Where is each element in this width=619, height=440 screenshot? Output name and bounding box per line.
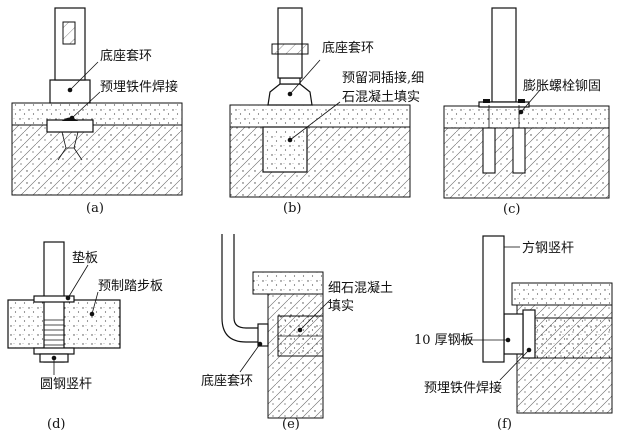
panel-e-label-1: 细石混凝土 xyxy=(328,280,393,296)
panel-c-screed xyxy=(443,105,610,129)
panel-b-label-3: 石混凝土填实 xyxy=(342,89,420,105)
panel-a-leader-2 xyxy=(71,91,101,119)
panel-a-embedded-plate xyxy=(46,119,94,133)
panel-c-bolt-left xyxy=(482,127,496,174)
panel-c-base-plate xyxy=(478,101,530,108)
panel-c-nut-left xyxy=(483,99,490,103)
panel-b-leader-1 xyxy=(289,59,321,95)
panel-c-bolt-right xyxy=(512,127,526,174)
panel-c-post xyxy=(491,7,517,103)
panel-e-leader-1 xyxy=(299,299,331,331)
panel-b-screed xyxy=(229,104,411,128)
panel-c-label-1: 膨胀螺栓铆固 xyxy=(523,79,601,94)
panel-d-top-washer xyxy=(33,295,75,303)
panel-c-leader xyxy=(520,89,541,113)
panel-d: 垫板 预制踏步板 圆钢竖杆 (d) xyxy=(7,241,163,432)
panel-d-label-1: 垫板 xyxy=(72,250,98,266)
panel-d-leader-1 xyxy=(67,264,89,299)
panel-c-nut-right xyxy=(518,99,525,103)
panel-c-slab xyxy=(443,127,610,199)
panel-c: 膨胀螺栓铆固 (c) xyxy=(443,7,610,217)
panel-b-label-1: 底座套环 xyxy=(322,40,374,56)
panel-a-label-1: 底座套环 xyxy=(100,48,152,64)
panel-a-caption: (a) xyxy=(86,201,104,216)
panel-b: 底座套环 预留洞插接,细 石混凝土填实 (b) xyxy=(229,7,424,216)
panel-e-caption: (e) xyxy=(282,417,300,432)
panel-a-anchor xyxy=(57,131,83,161)
panel-e-base-collar xyxy=(257,323,269,347)
panel-c-caption: (c) xyxy=(503,202,520,217)
panel-a-leader-1 xyxy=(69,61,99,91)
panel-f-square-post xyxy=(482,235,505,363)
panel-e-label-2: 填实 xyxy=(328,299,354,314)
panel-d-bottom-washer xyxy=(33,347,75,355)
panel-a-post-window xyxy=(62,21,76,45)
panel-a: 底座套环 预埋铁件焊接 (a) xyxy=(11,7,183,216)
panel-f-caption: (f) xyxy=(497,417,512,432)
panel-d-label-3: 圆钢竖杆 xyxy=(40,377,92,392)
panel-b-collar-top xyxy=(279,77,301,85)
panel-b-slab xyxy=(229,126,411,198)
panel-e-leader-2 xyxy=(239,343,261,373)
panel-d-leader-2 xyxy=(91,291,99,315)
panel-a-label-2: 预埋铁件焊接 xyxy=(100,79,178,95)
panel-b-label-2: 预留洞插接,细 xyxy=(342,70,424,86)
panel-d-caption: (d) xyxy=(47,417,65,432)
panel-b-post-band xyxy=(271,43,309,55)
panel-b-caption: (b) xyxy=(283,201,301,216)
panel-b-hole-fill xyxy=(265,129,305,170)
panel-b-post xyxy=(277,7,303,79)
panel-b-leader-2 xyxy=(289,101,341,141)
panel-f-tread-top xyxy=(511,282,613,306)
panel-a-slab xyxy=(11,124,183,196)
panel-e: 细石混凝土 填实 底座套环 (e) xyxy=(201,234,393,432)
panel-d-label-2: 预制踏步板 xyxy=(98,279,163,294)
panel-f-label-2: 10 厚钢板 xyxy=(414,333,474,348)
panel-f-leader-3 xyxy=(499,349,530,381)
panel-f-label-3: 预埋铁件焊接 xyxy=(424,380,502,396)
panel-f-steel-plate xyxy=(503,313,524,355)
panel-e-label-3: 底座套环 xyxy=(201,373,253,389)
panel-a-screed xyxy=(11,102,183,126)
panel-d-thread xyxy=(44,319,64,346)
panel-e-tread-top xyxy=(252,271,324,295)
panel-f-step-box xyxy=(534,317,613,359)
panel-f: 方钢竖杆 10 厚钢板 预埋铁件焊接 (f) xyxy=(414,235,613,432)
panel-f-label-1: 方钢竖杆 xyxy=(522,240,574,256)
